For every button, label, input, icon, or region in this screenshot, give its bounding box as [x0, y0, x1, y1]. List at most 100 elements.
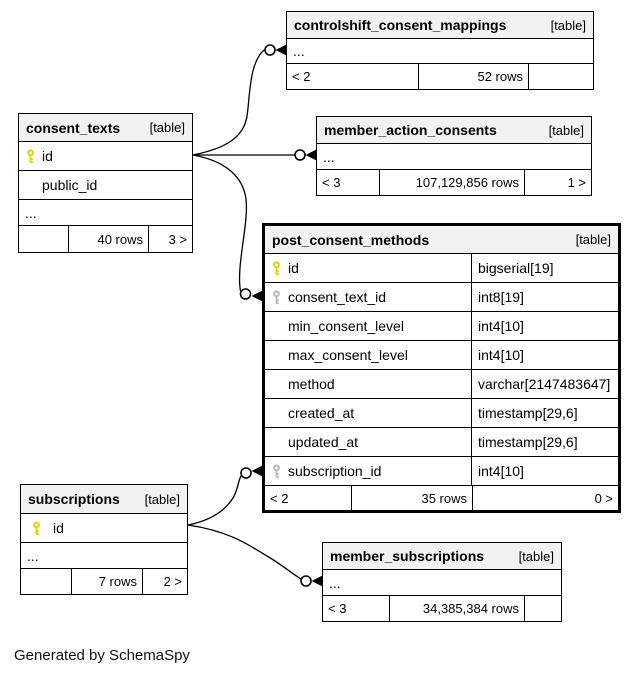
relationship-edge [192, 49, 265, 156]
column-name: max_consent_level [288, 347, 408, 363]
footer-children-cell: 0 > [472, 486, 618, 510]
column-row-created-at: created_at timestamp[29,6] [265, 398, 618, 427]
table-header: post_consent_methods [table] [265, 226, 618, 253]
table-footer: < 2 52 rows [287, 63, 593, 89]
table-type-tag: [table] [575, 232, 611, 247]
column-row-id: id [19, 141, 192, 170]
column-name: updated_at [288, 434, 359, 450]
truncated-columns-row: ... [21, 542, 187, 568]
truncated-columns-row: ... [323, 569, 561, 595]
edge-circle-marker [239, 288, 252, 300]
table-footer: 7 rows 2 > [21, 568, 187, 594]
footer-children-cell [528, 64, 593, 89]
primary-key-icon [271, 260, 288, 276]
footer-rowcount-cell: 107,129,856 rows [379, 170, 524, 195]
column-type: int4[10] [478, 318, 524, 334]
edge-circle-marker [294, 149, 306, 161]
column-type: bigserial[19] [478, 260, 554, 276]
table-header: member_subscriptions [table] [323, 543, 561, 569]
table-subscriptions[interactable]: subscriptions [table] id ... 7 rows 2 > [20, 484, 188, 595]
ellipsis-label: ... [25, 204, 37, 221]
footer-parents-cell: < 3 [322, 175, 341, 190]
truncated-columns-row: ... [317, 143, 591, 169]
table-name[interactable]: consent_texts [26, 119, 121, 136]
column-type: timestamp[29,6] [478, 405, 578, 421]
truncated-columns-row: ... [287, 38, 593, 63]
table-post-consent-methods[interactable]: post_consent_methods [table] id bigseria… [262, 223, 621, 513]
column-row-id: id bigserial[19] [265, 253, 618, 282]
footer-parents-cell [21, 569, 71, 594]
column-row-id: id [21, 513, 187, 542]
truncated-columns-row: ... [19, 199, 192, 225]
column-name: id [288, 260, 299, 276]
ellipsis-label: ... [329, 574, 341, 591]
relationship-edge [187, 524, 302, 580]
table-type-tag: [table] [518, 548, 554, 564]
column-name: consent_text_id [288, 289, 387, 305]
footer-parents-cell: < 2 [270, 490, 289, 506]
column-name: id [42, 148, 53, 164]
ellipsis-label: ... [27, 547, 39, 564]
column-type: timestamp[29,6] [478, 434, 578, 450]
column-name: min_consent_level [288, 318, 404, 334]
footer-rowcount-cell: 52 rows [418, 64, 528, 89]
table-name[interactable]: subscriptions [28, 491, 120, 507]
table-member-action-consents[interactable]: member_action_consents [table] ... < 3 1… [316, 116, 592, 196]
foreign-key-icon [271, 289, 288, 305]
generated-by-note: Generated by SchemaSpy [14, 647, 190, 664]
footer-children-cell [524, 596, 561, 621]
edge-arrowhead [251, 465, 262, 477]
column-name: created_at [288, 405, 355, 421]
table-type-tag: [table] [550, 17, 586, 33]
table-type-tag: [table] [144, 491, 180, 507]
edge-arrowhead [275, 44, 286, 56]
edge-circle-marker [300, 575, 312, 587]
table-name[interactable]: member_subscriptions [330, 548, 485, 564]
footer-rowcount-cell: 35 rows [351, 486, 472, 510]
table-header: controlshift_consent_mappings [table] [287, 12, 593, 38]
footer-children-cell: 1 > [524, 170, 591, 195]
column-row-public-id: public_id [19, 170, 192, 199]
table-footer: 40 rows 3 > [19, 225, 192, 252]
table-name[interactable]: controlshift_consent_mappings [294, 17, 507, 33]
column-type: int4[10] [478, 463, 524, 479]
footer-children-cell: 2 > [142, 569, 187, 594]
table-footer: < 3 34,385,384 rows [323, 595, 561, 621]
footer-children-cell: 3 > [148, 226, 192, 252]
table-name[interactable]: member_action_consents [324, 122, 497, 138]
footer-rowcount-cell: 40 rows [68, 226, 148, 252]
table-type-tag: [table] [149, 120, 185, 135]
table-name[interactable]: post_consent_methods [272, 231, 430, 248]
foreign-key-icon [271, 463, 288, 479]
footer-parents-cell [19, 226, 68, 252]
edge-arrowhead [311, 575, 322, 587]
table-header: member_action_consents [table] [317, 117, 591, 143]
column-name: public_id [42, 177, 98, 193]
table-controlshift-consent-mappings[interactable]: controlshift_consent_mappings [table] ..… [286, 11, 594, 90]
column-row-method: method varchar[2147483647] [265, 369, 618, 398]
footer-rowcount-cell: 34,385,384 rows [389, 596, 524, 621]
footer-parents-cell: < 3 [328, 601, 347, 616]
column-type: int8[19] [478, 289, 524, 305]
column-name: id [53, 520, 64, 536]
table-header: subscriptions [table] [21, 485, 187, 513]
column-name: method [288, 376, 335, 392]
edge-arrowhead [251, 290, 262, 302]
column-row-consent-text-id: consent_text_id int8[19] [265, 282, 618, 311]
column-name: subscription_id [288, 463, 382, 479]
edge-circle-marker [264, 44, 276, 56]
column-row-min-consent-level: min_consent_level int4[10] [265, 311, 618, 340]
table-consent-texts[interactable]: consent_texts [table] id public_id ... 4… [18, 113, 193, 253]
footer-rowcount-cell: 7 rows [71, 569, 142, 594]
edge-circle-marker [240, 467, 252, 479]
ellipsis-label: ... [293, 43, 305, 59]
edge-arrowhead [305, 149, 316, 161]
column-row-updated-at: updated_at timestamp[29,6] [265, 427, 618, 456]
primary-key-icon [25, 148, 42, 164]
table-member-subscriptions[interactable]: member_subscriptions [table] ... < 3 34,… [322, 542, 562, 622]
relationship-edge [187, 475, 242, 526]
column-type: int4[10] [478, 347, 524, 363]
relationship-edge [192, 154, 248, 292]
footer-parents-cell: < 2 [292, 69, 311, 84]
